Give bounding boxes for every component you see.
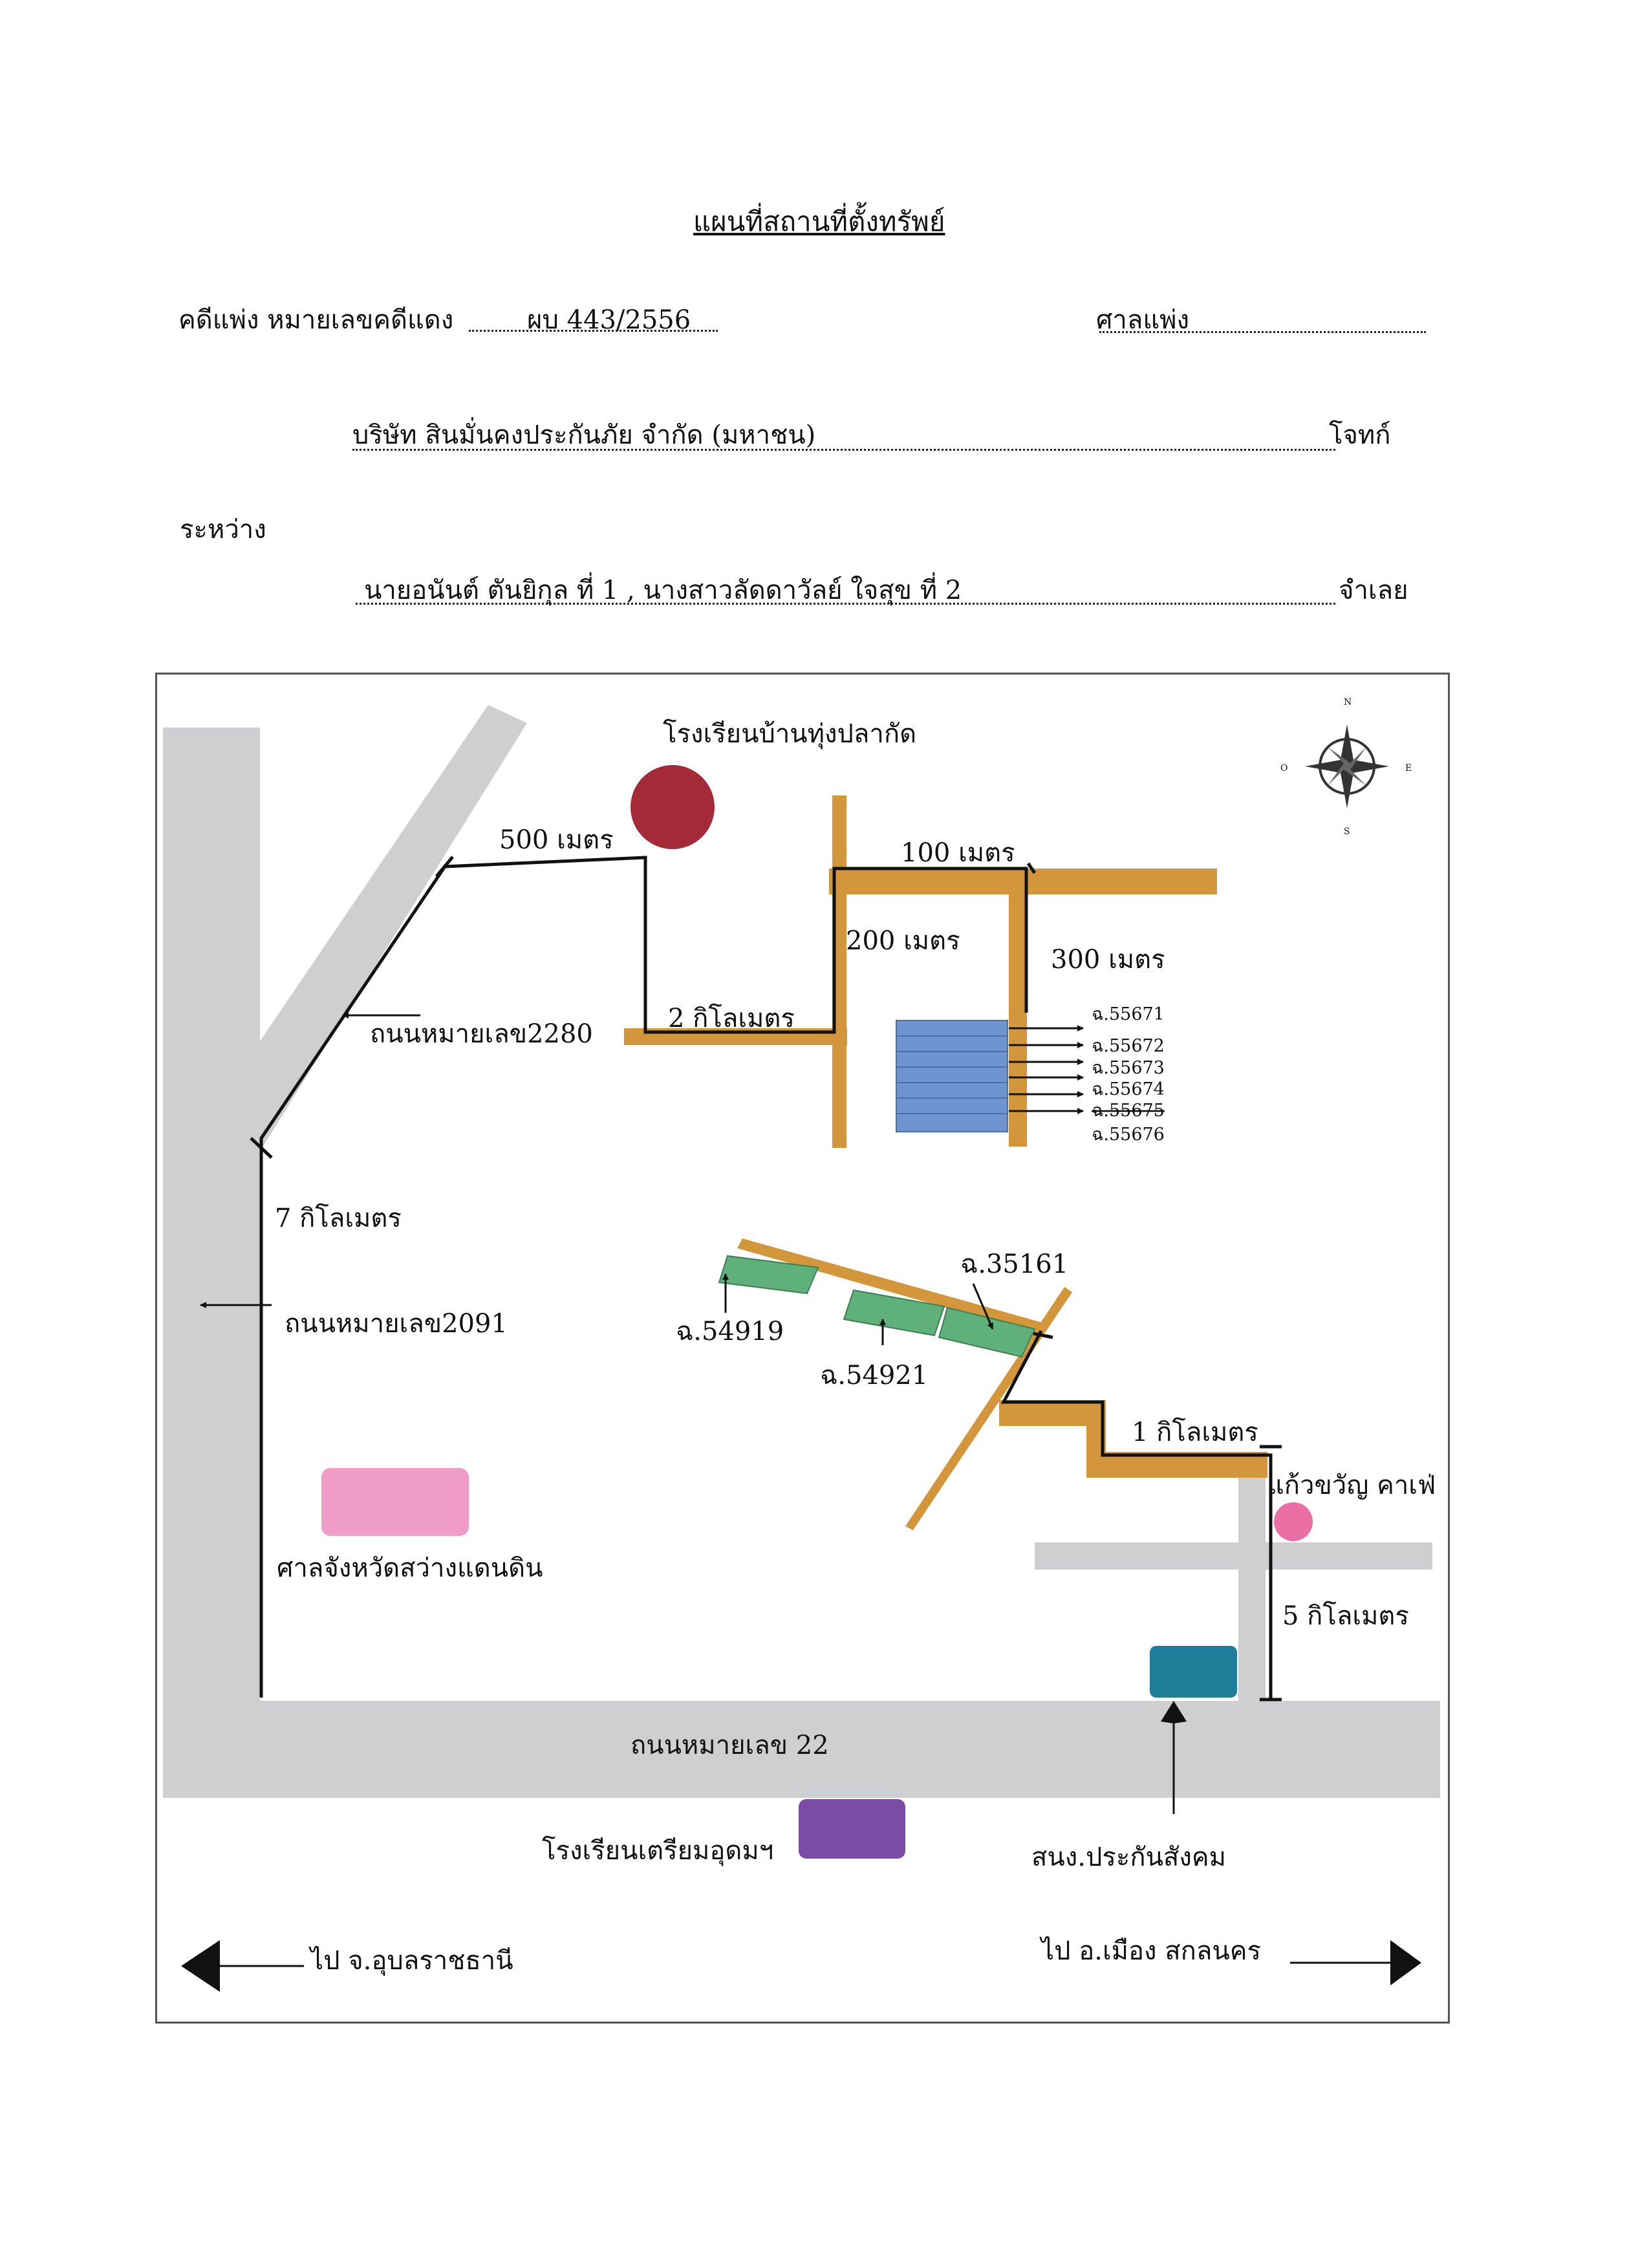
compass-west-label: O	[1280, 763, 1288, 773]
cafe-road-horizontal	[1035, 1542, 1432, 1570]
cafe-road-vertical	[1238, 1474, 1266, 1702]
compass-north-label: N	[1344, 697, 1352, 707]
road-2091	[163, 728, 260, 1798]
plaintiff-role: โจทก์	[1329, 420, 1391, 450]
social-security-label: สนง.ประกันสังคม	[1031, 1842, 1226, 1872]
social-security-marker	[1150, 1646, 1237, 1698]
route-line	[259, 856, 1028, 1698]
blue-plots	[896, 1020, 1008, 1132]
distance-500m: 500 เมตร	[499, 825, 614, 855]
road-300m-vertical	[1009, 869, 1027, 1147]
court-label: ศาลแพ่ง	[1096, 305, 1190, 335]
distance-200m: 200 เมตร	[846, 926, 960, 956]
road-2280	[260, 705, 527, 1151]
case-label: คดีแพ่ง หมายเลขคดีแดง	[178, 305, 454, 335]
green-plots	[718, 1255, 1036, 1358]
cafe-label: แก้วขวัญ คาเฟ่	[1267, 1471, 1436, 1500]
main-roads	[163, 705, 1440, 1798]
social-security-pointer-head	[1161, 1701, 1187, 1723]
court-building-label: ศาลจังหวัดสว่างแดนดิน	[277, 1553, 543, 1583]
deed-55676-label: ฉ.55676	[1092, 1125, 1165, 1145]
east-arrow-icon	[1390, 1940, 1421, 1985]
plaintiff-name: บริษัท สินมั่นคงประกันภัย จำกัด (มหาชน)	[352, 420, 816, 450]
deed-54921-label: ฉ.54921	[820, 1361, 928, 1390]
defendant-role: จำเลย	[1339, 576, 1408, 605]
road-1km-upper	[737, 1238, 1049, 1335]
cafe-marker	[1274, 1502, 1313, 1541]
route-ticks	[250, 856, 1282, 1701]
road-1km-step	[999, 1400, 1267, 1478]
west-arrow-icon	[181, 1940, 220, 1992]
school-marker	[630, 765, 715, 849]
deed-55672-label: ฉ.55672	[1092, 1036, 1165, 1056]
road-22-label: ถนนหมายเลข 22	[630, 1731, 829, 1760]
court-building-marker	[321, 1468, 469, 1536]
direction-east-label: ไป อ.เมือง สกลนคร	[1039, 1936, 1261, 1966]
deed-arrows	[1009, 1025, 1084, 1114]
prep-school-marker	[799, 1799, 905, 1859]
distance-7km: 7 กิโลเมตร	[275, 1204, 402, 1233]
prep-school-label: โรงเรียนเตรียมอุดมฯ	[542, 1836, 773, 1866]
distance-5km: 5 กิโลเมตร	[1282, 1601, 1409, 1631]
compass-rose-icon	[1305, 724, 1389, 808]
plaintiff-line	[352, 449, 1335, 451]
deed-55674-label: ฉ.55674	[1092, 1079, 1165, 1099]
defendant-name: นายอนันต์ ตันยิกุล ที่ 1 , นางสาวลัดดาวั…	[364, 576, 962, 605]
route-line-east	[1000, 1330, 1273, 1700]
deed-55673-label: ฉ.55673	[1092, 1058, 1165, 1078]
between-label: ระหว่าง	[180, 515, 266, 545]
deed-35161-label: ฉ.35161	[960, 1249, 1068, 1279]
page-title: แผนที่สถานที่ตั้งทรัพย์	[693, 206, 945, 237]
road-2091-label: ถนนหมายเลข2091	[285, 1309, 508, 1339]
compass-east-label: E	[1405, 763, 1412, 773]
distance-300m: 300 เมตร	[1051, 945, 1165, 975]
road-2280-label: ถนนหมายเลข2280	[370, 1019, 593, 1049]
deed-35161-pointer	[972, 1283, 994, 1330]
distance-1km: 1 กิโลเมตร	[1132, 1418, 1258, 1447]
deed-55671-label: ฉ.55671	[1092, 1004, 1165, 1024]
distance-2km: 2 กิโลเมตร	[668, 1004, 795, 1033]
defendant-line	[356, 603, 1335, 605]
case-number-line	[469, 330, 718, 332]
deed-55675-label: ฉ.55675	[1092, 1101, 1165, 1121]
deed-54919-label: ฉ.54919	[676, 1317, 784, 1346]
direction-west-label: ไป จ.อุบลราชธานี	[308, 1946, 513, 1976]
distance-100m: 100 เมตร	[901, 838, 1015, 868]
road-22	[163, 1701, 1440, 1798]
compass-south-label: S	[1344, 826, 1350, 837]
location-map-frame	[155, 673, 1450, 2024]
court-line	[1099, 331, 1426, 333]
school-label: โรงเรียนบ้านทุ่งปลากัด	[663, 719, 916, 750]
